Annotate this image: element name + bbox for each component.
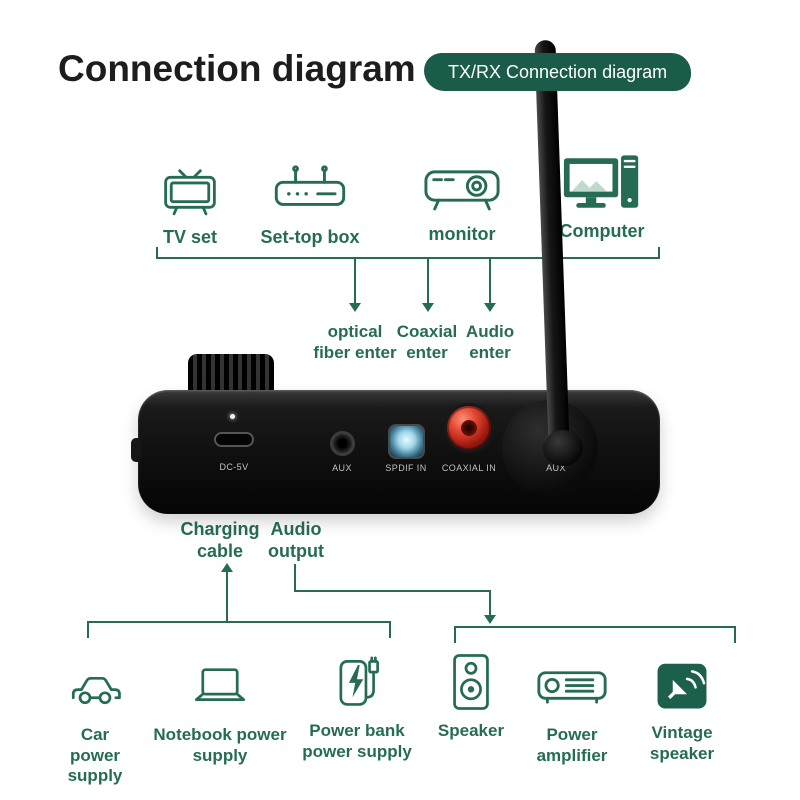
sink-label: Car power supply — [67, 725, 123, 786]
connector-line — [87, 621, 391, 623]
amplifier-icon — [536, 654, 608, 718]
port-label-aux: AUX — [332, 463, 352, 473]
settop-box-icon — [271, 158, 349, 220]
connector-line — [454, 626, 456, 643]
header-badge: TX/RX Connection diagram — [424, 53, 692, 91]
sink-label: Notebook power supply — [153, 725, 287, 765]
connector-line — [734, 626, 736, 643]
computer-icon — [562, 152, 642, 214]
page-title: Connection diagram — [58, 48, 416, 89]
sink-power-bank: Power bank power supply — [302, 650, 412, 762]
port-label-coaxial: COAXIAL IN — [441, 463, 497, 473]
sink-label: Power bank power supply — [302, 721, 412, 761]
source-label: Set-top box — [260, 227, 360, 247]
sink-label: Vintage speaker — [649, 723, 715, 763]
power-bank-icon — [331, 650, 383, 714]
side-button — [131, 438, 141, 462]
sink-car: Car power supply — [42, 654, 148, 787]
connector-line — [294, 590, 491, 592]
connector-line — [489, 590, 491, 617]
input-label-optical: optical fiber enter — [313, 322, 397, 362]
connector-line — [427, 257, 429, 304]
connector-line — [226, 571, 228, 623]
port-label-dc5v: DC-5V — [219, 462, 249, 472]
source-label: TV set — [162, 227, 218, 247]
audio-output-label: Audio output — [268, 519, 324, 561]
audio-arrow-down-icon — [484, 303, 496, 312]
charging-arrow-up-icon — [221, 563, 233, 572]
port-label-spdif: SPDIF IN — [385, 463, 427, 473]
status-led — [230, 414, 235, 419]
connector-line — [294, 564, 296, 592]
aux-port — [330, 431, 355, 456]
sink-label: Power amplifier — [536, 725, 608, 765]
charging-cable-label: Charging cable — [180, 519, 260, 561]
connector-line — [87, 621, 89, 638]
sink-notebook: Notebook power supply — [152, 654, 288, 766]
spdif-port — [388, 424, 425, 459]
source-monitor: monitor — [400, 155, 524, 246]
speaker-icon — [450, 650, 492, 714]
connector-line — [156, 247, 158, 259]
port-label-aux2: AUX — [546, 463, 566, 473]
audio-arrow-down-icon — [484, 615, 496, 624]
sink-label: Speaker — [437, 721, 505, 740]
source-tv: TV set — [130, 158, 250, 249]
antenna-hinge — [543, 430, 583, 466]
source-computer: Computer — [540, 152, 664, 243]
connector-line — [454, 626, 736, 628]
source-label: monitor — [428, 224, 496, 244]
sink-power-amplifier: Power amplifier — [512, 654, 632, 766]
sink-speaker: Speaker — [424, 650, 518, 742]
connector-line — [489, 257, 491, 304]
volume-knob — [188, 354, 274, 394]
bluetooth-audio-adapter: DC-5V AUX SPDIF IN COAXIAL IN AUX — [131, 352, 660, 516]
source-settop-box: Set-top box — [250, 158, 370, 249]
connector-line — [354, 257, 356, 304]
connector-line — [658, 247, 660, 259]
usb-c-port — [214, 432, 254, 447]
vintage-speaker-icon — [655, 652, 709, 716]
coaxial-arrow-down-icon — [422, 303, 434, 312]
coaxial-port — [447, 406, 491, 450]
input-label-coaxial: Coaxial enter — [396, 322, 458, 362]
connector-line — [156, 257, 660, 259]
source-label: Computer — [559, 221, 645, 241]
notebook-icon — [191, 654, 249, 718]
optical-arrow-down-icon — [349, 303, 361, 312]
car-icon — [66, 654, 124, 718]
tv-icon — [160, 158, 220, 220]
connector-line — [389, 621, 391, 638]
input-label-audio: Audio enter — [465, 322, 515, 362]
sink-vintage-speaker: Vintage speaker — [628, 652, 736, 764]
projector-icon — [423, 155, 501, 217]
